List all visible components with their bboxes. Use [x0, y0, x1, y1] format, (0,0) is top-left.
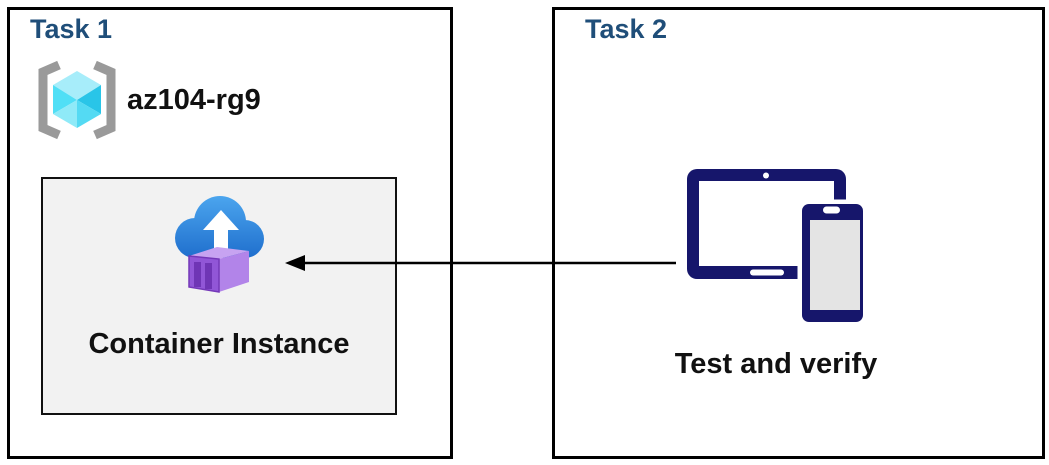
task1-title: Task 1	[30, 14, 113, 44]
task2-title: Task 2	[585, 14, 668, 44]
cube-icon	[53, 71, 101, 128]
left-bracket-icon	[38, 60, 61, 140]
right-bracket-icon	[93, 60, 116, 140]
container-box-icon	[188, 247, 249, 293]
phone-icon	[797, 199, 868, 327]
task2-caption: Test and verify	[674, 348, 878, 380]
devices-icon	[687, 169, 868, 327]
phone-speaker-icon	[823, 206, 840, 214]
container-instance-label: Container Instance	[88, 328, 350, 360]
resource-group-name: az104-rg9	[127, 84, 261, 116]
container-instances-icon	[175, 196, 264, 293]
resource-group-icon	[38, 60, 116, 140]
upload-arrow-icon	[203, 210, 239, 254]
arrow-connector-icon	[285, 255, 676, 271]
tablet-camera-icon	[763, 172, 769, 179]
tablet-home-button-icon	[750, 269, 784, 276]
